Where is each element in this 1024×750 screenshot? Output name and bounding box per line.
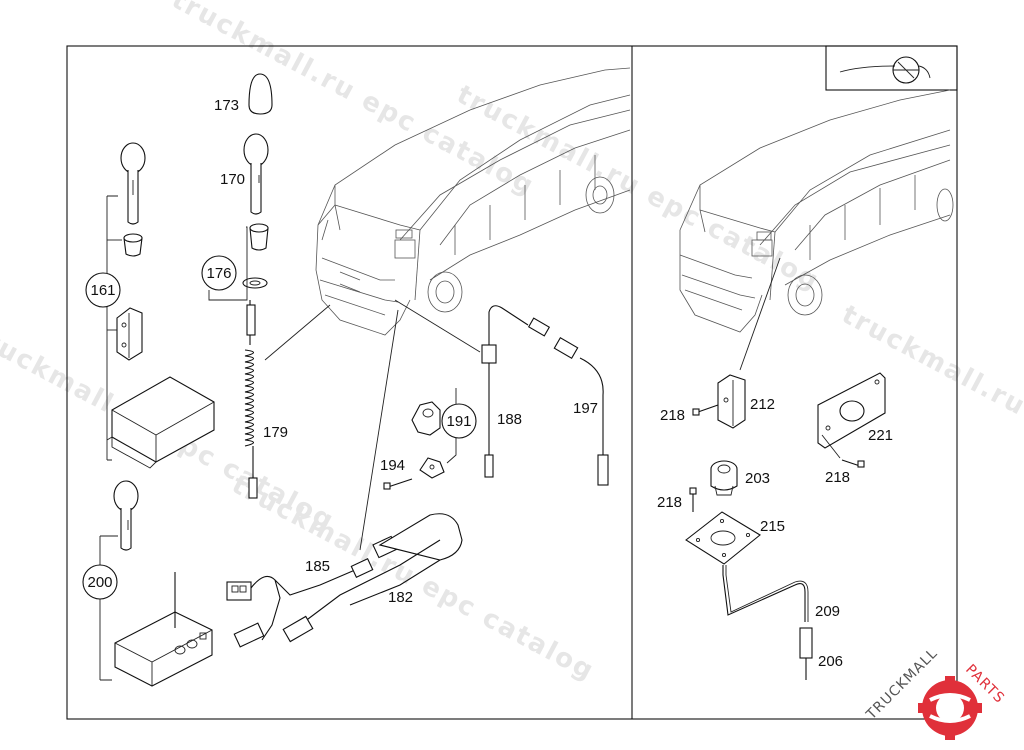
part-label-197: 197 (573, 400, 598, 417)
mic-holder-170 (249, 223, 269, 251)
coiled-cable-179 (244, 300, 258, 499)
part-label-185: 185 (305, 558, 330, 575)
microphone-161-top (120, 142, 146, 225)
plate-221 (817, 372, 886, 449)
bracket-161 (116, 307, 143, 361)
screw-194 (383, 478, 413, 490)
antenna-cable-209 (722, 565, 809, 622)
part-label-218a: 218 (660, 407, 685, 424)
callout-161-label: 161 (90, 282, 115, 299)
amplifier-box-161 (106, 376, 215, 469)
part-label-215: 215 (760, 518, 785, 535)
clip-194 (419, 457, 445, 479)
plate-215 (685, 511, 761, 565)
mic-holder-161 (123, 233, 143, 257)
receiver-unit-200 (114, 572, 213, 687)
cable-harness-185 (226, 309, 399, 648)
steering-wheel-icon (839, 56, 931, 84)
screw-218b (821, 434, 865, 468)
part-label-212: 212 (750, 396, 775, 413)
part-label-170: 170 (220, 171, 245, 188)
callout-200: 200 (82, 564, 118, 600)
socket-203 (710, 460, 738, 496)
callout-191: 191 (441, 403, 477, 439)
part-label-179: 179 (263, 424, 288, 441)
model-box (825, 45, 958, 91)
callout-176-label: 176 (206, 265, 231, 282)
truckmall-parts-logo: TRUCKMALL PARTS (863, 645, 1008, 740)
gear-icon (918, 676, 982, 740)
watermark-layer: truckmall.ru epc catalog truckmall.ru ep… (0, 0, 1024, 687)
antenna-cable-188 (481, 305, 529, 478)
part-label-188: 188 (497, 411, 522, 428)
connector-206 (799, 627, 813, 680)
part-label-209: 209 (815, 603, 840, 620)
bus-outline-icon (315, 67, 631, 336)
screw-218c (689, 487, 697, 512)
callout-191-label: 191 (446, 413, 471, 430)
bus-outline-icon-2 (679, 89, 954, 333)
part-label-173: 173 (214, 97, 239, 114)
microphone-170 (243, 133, 269, 215)
screw-218a (692, 404, 719, 416)
part-label-218c: 218 (657, 494, 682, 511)
outer-frame (66, 45, 958, 720)
gooseneck-182 (282, 513, 463, 643)
bracket-212 (717, 374, 746, 429)
connector-197 (527, 317, 609, 486)
callout-200-label: 200 (87, 574, 112, 591)
washer-176 (242, 277, 268, 289)
part-label-203: 203 (745, 470, 770, 487)
watermark-4: truckmall.ru epc catalog (227, 470, 600, 687)
part-label-182: 182 (388, 589, 413, 606)
holder-191 (411, 401, 441, 436)
callout-176: 176 (201, 255, 237, 291)
callout-161: 161 (85, 272, 121, 308)
part-label-221: 221 (868, 427, 893, 444)
part-label-218b: 218 (825, 469, 850, 486)
mic-cover-173 (248, 73, 273, 115)
group-bracket-200 (99, 535, 118, 681)
part-label-194: 194 (380, 457, 405, 474)
microphone-200 (113, 480, 139, 551)
part-label-206: 206 (818, 653, 843, 670)
